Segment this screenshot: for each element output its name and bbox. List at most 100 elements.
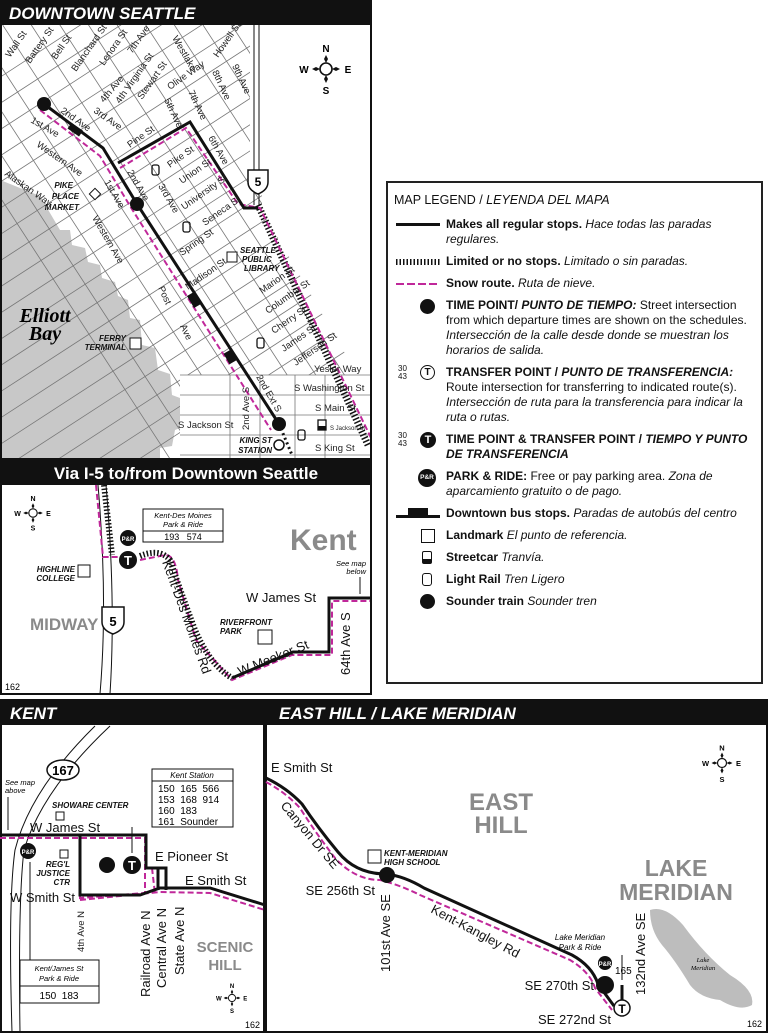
time-point — [37, 97, 51, 111]
svg-text:PLACE: PLACE — [52, 192, 80, 201]
route-number: 162 — [747, 1019, 762, 1029]
svg-text:Kent-Des Moines: Kent-Des Moines — [154, 511, 212, 520]
svg-text:JUSTICE: JUSTICE — [36, 869, 70, 878]
svg-text:SHOWARE CENTER: SHOWARE CENTER — [52, 801, 129, 810]
svg-text:See map: See map — [5, 778, 35, 787]
kent-panel: KENT 167 T P&R Kent Station 150 165 566 … — [0, 699, 266, 1033]
svg-text:153 168 914: 153 168 914 — [158, 795, 220, 806]
compass-icon: N S W E — [702, 743, 741, 784]
time-point-icon — [420, 299, 435, 314]
svg-text:P&R: P&R — [122, 537, 135, 543]
downtown-panel: 5 Wall St Battery St Bell St Blanchard S… — [0, 0, 372, 460]
landmark-icon — [257, 629, 273, 645]
landmark-icon — [367, 849, 382, 864]
area-label: MERIDIAN — [619, 879, 733, 905]
legend-item-landmark: Landmark El punto de referencia. — [394, 528, 755, 543]
lake-meridian-water — [650, 909, 753, 1008]
water-label: Elliott — [18, 305, 72, 327]
transfer-point-icon — [119, 551, 137, 569]
park-ride-box: Kent/James St Park & Ride 150 183 — [19, 959, 100, 1004]
landmark-icon — [226, 251, 238, 263]
svg-text:Kent Station: Kent Station — [170, 771, 214, 780]
svg-text:W: W — [702, 759, 710, 768]
svg-text:COLLEGE: COLLEGE — [36, 574, 75, 583]
svg-text:LIBRARY: LIBRARY — [244, 264, 280, 273]
transfer-point-icon: T — [420, 365, 435, 380]
route-number: 162 — [5, 682, 20, 692]
bus-stop — [67, 122, 84, 137]
svg-text:RIVERFRONT: RIVERFRONT — [220, 618, 273, 627]
svg-text:193 574: 193 574 — [164, 532, 202, 542]
route-line — [231, 596, 370, 680]
svg-text:Yesler Way: Yesler Way — [314, 364, 362, 375]
svg-text:S Washington St: S Washington St — [294, 383, 365, 394]
legend-item-bus-stops: Downtown bus stops. Paradas de autobús d… — [394, 506, 755, 521]
svg-text:Meridian: Meridian — [690, 965, 715, 972]
kent-station-box: Kent Station 150 165 566 153 168 914 160… — [151, 768, 234, 828]
svg-text:165: 165 — [615, 966, 632, 977]
sounder-icon — [99, 857, 115, 873]
time-point — [379, 867, 395, 883]
svg-text:SE 256th St: SE 256th St — [306, 883, 376, 898]
svg-text:T: T — [124, 553, 132, 568]
svg-text:Railroad Ave N: Railroad Ave N — [138, 911, 153, 997]
svg-text:S: S — [323, 86, 330, 97]
snow-route — [265, 781, 613, 1011]
svg-text:N: N — [322, 44, 329, 55]
landmark-icon — [88, 187, 102, 201]
panel-title: Via I-5 to/from Downtown Seattle — [54, 464, 318, 483]
time-point — [130, 197, 144, 211]
svg-text:STATION: STATION — [238, 446, 272, 455]
svg-text:E: E — [243, 996, 247, 1002]
panel-title: EAST HILL / LAKE MERIDIAN — [279, 704, 516, 723]
i5-shield: 5 — [101, 606, 125, 635]
svg-text:Park & Ride: Park & Ride — [39, 974, 79, 983]
svg-text:S: S — [230, 1009, 234, 1015]
light-rail-icon — [422, 573, 432, 586]
svg-text:PIKE: PIKE — [54, 181, 73, 190]
svg-text:S: S — [31, 526, 36, 533]
svg-text:PUBLIC: PUBLIC — [242, 255, 272, 264]
svg-text:HIGH SCHOOL: HIGH SCHOOL — [384, 858, 441, 867]
area-label: LAKE — [645, 855, 708, 881]
svg-text:REG'L: REG'L — [46, 860, 70, 869]
via-i5-panel: Via I-5 to/from Downtown Seattle P&R T K… — [0, 459, 372, 695]
panel-title: DOWNTOWN SEATTLE — [9, 4, 196, 23]
legend-item-limited: Limited or no stops. Limitado o sin para… — [394, 254, 755, 269]
landmark-icon — [77, 564, 91, 578]
area-label: MIDWAY — [30, 615, 99, 634]
park-ride-icon: P&R — [418, 469, 436, 487]
light-rail-icon — [151, 164, 306, 441]
legend-item-snow: Snow route. Ruta de nieve. — [394, 276, 755, 291]
legend-item-regular: Makes all regular stops. Hace todas las … — [394, 217, 755, 247]
park-ride-icon — [598, 956, 612, 970]
time-point — [596, 976, 614, 994]
svg-text:T: T — [618, 1002, 626, 1016]
svg-text:KENT-MERIDIAN: KENT-MERIDIAN — [384, 849, 448, 858]
svg-text:4th Ave N: 4th Ave N — [76, 911, 87, 952]
area-label: SCENIC — [197, 939, 254, 956]
svg-text:Kent/James St: Kent/James St — [35, 964, 85, 973]
bus-stop — [187, 291, 201, 309]
time-transfer-point-icon: T — [420, 432, 436, 448]
streetcar-icon — [317, 419, 327, 431]
svg-text:N: N — [719, 743, 724, 752]
snow-route-line-icon — [396, 283, 440, 285]
svg-text:167: 167 — [52, 763, 74, 778]
bus-stop — [223, 349, 237, 365]
svg-text:See map: See map — [336, 559, 366, 568]
svg-text:E Smith St: E Smith St — [271, 760, 333, 775]
svg-text:TERMINAL: TERMINAL — [85, 343, 126, 352]
svg-text:64th Ave S: 64th Ave S — [338, 612, 353, 675]
svg-text:Park & Ride: Park & Ride — [559, 943, 602, 952]
svg-text:E: E — [345, 65, 352, 76]
svg-text:SEATTLE: SEATTLE — [240, 246, 277, 255]
sounder-train-icon — [420, 594, 435, 609]
svg-text:T: T — [128, 858, 136, 873]
east-hill-panel: EAST HILL / LAKE MERIDIAN P&R T KENT-MER… — [265, 699, 768, 1033]
limited-stops-line-icon — [396, 259, 440, 265]
time-point — [272, 417, 286, 431]
